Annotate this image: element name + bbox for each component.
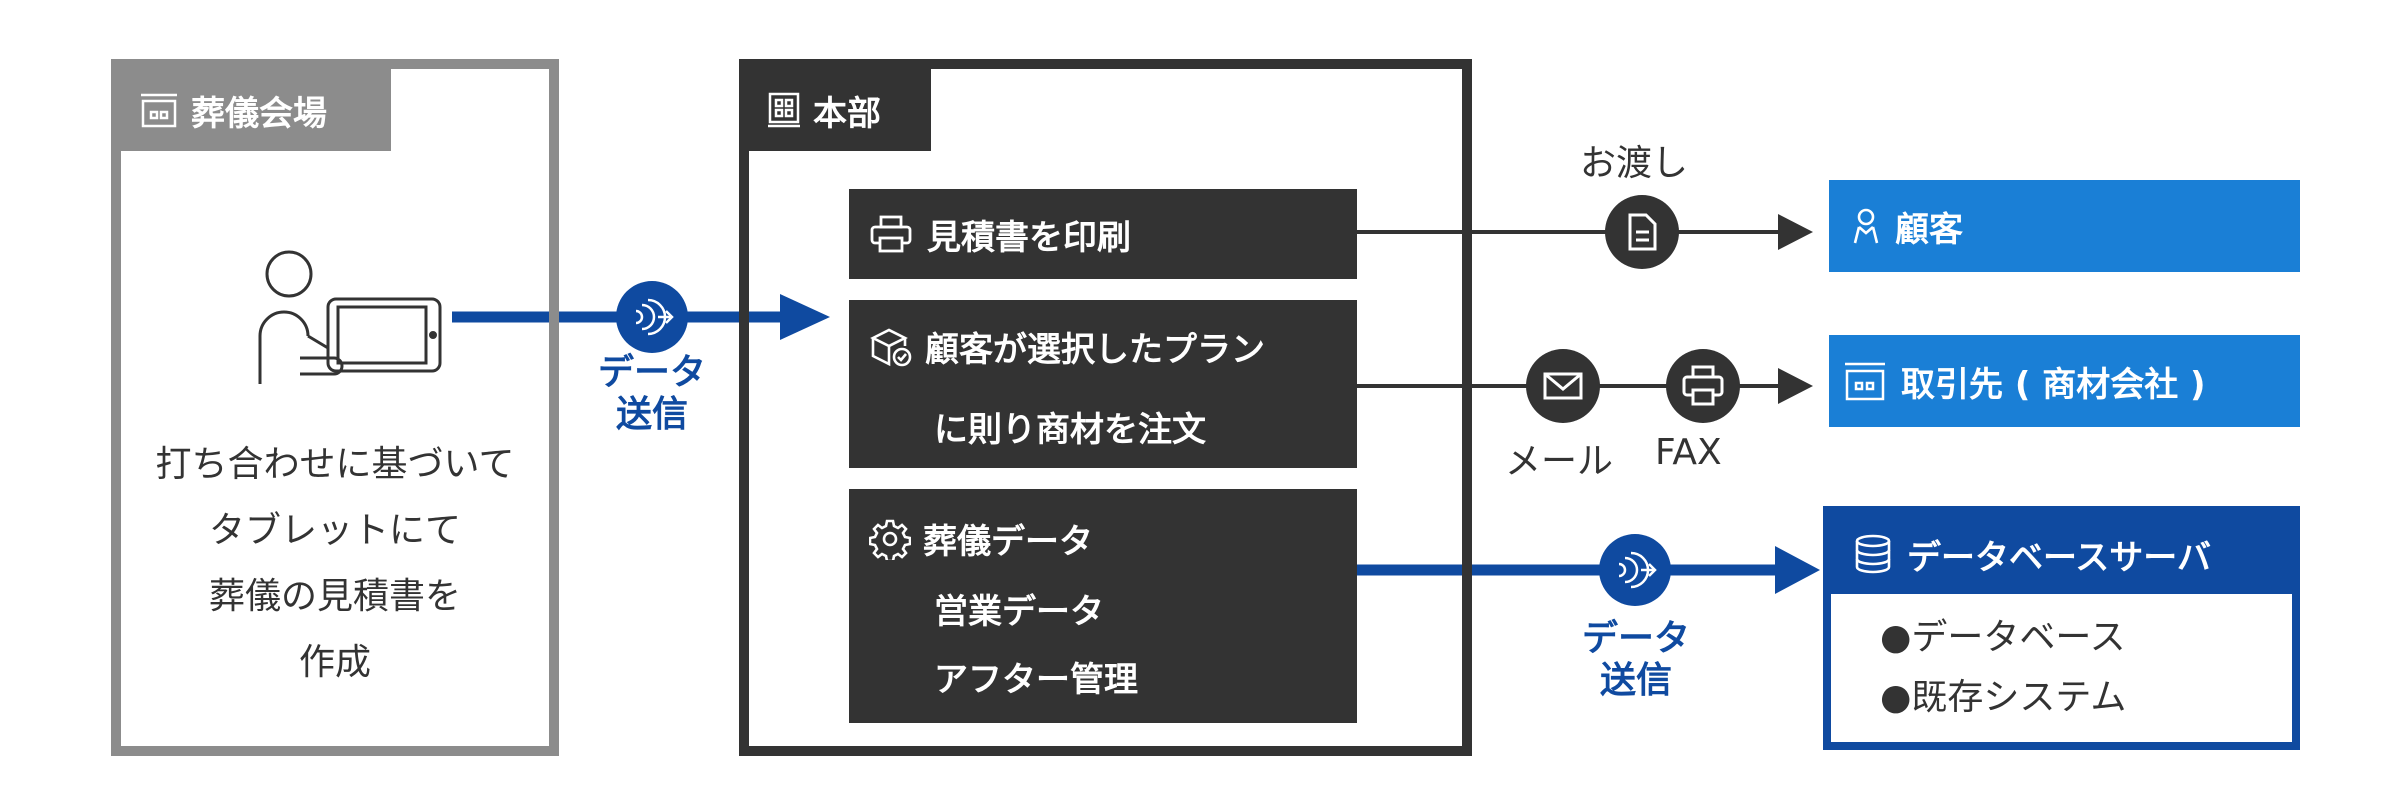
mail-label: メール (1505, 441, 1614, 482)
data-line1: 葬儀データ (923, 522, 1093, 562)
gear-icon (869, 519, 911, 560)
wireless-send-icon (1599, 534, 1671, 606)
arrowhead-venue-to-hq (780, 294, 830, 340)
database-icon (1855, 534, 1891, 574)
venue-desc-line: 作成 (298, 642, 371, 683)
arrowhead-to-supplier (1778, 368, 1813, 404)
building-icon (768, 92, 800, 128)
document-icon (1605, 195, 1679, 269)
customer-label: 顧客 (1895, 209, 1963, 250)
wireless-send-icon (616, 281, 688, 353)
arrowhead-to-db (1775, 546, 1820, 594)
data-line2: 営業データ (934, 592, 1104, 632)
print-estimate-label: 見積書を印刷 (927, 217, 1131, 258)
person-icon (1853, 208, 1879, 244)
venue-desc-line: 打ち合わせに基づいて (155, 444, 515, 485)
hq-title: 本部 (813, 93, 881, 134)
order-line2: に則り商材を注文 (934, 410, 1206, 450)
venue-title: 葬儀会場 (191, 93, 327, 134)
hq-panel (739, 59, 1472, 756)
data-management-box: 葬儀データ 営業データ アフター管理 (849, 489, 1357, 723)
database-server-header: データベースサーバ (1831, 514, 2292, 594)
printer-icon (870, 215, 912, 253)
venue-desc-line: タブレットにて (208, 510, 461, 551)
supplier-label: 取引先 ( 商材会社 ) (1901, 364, 2206, 405)
fax-printer-icon (1666, 349, 1740, 423)
person-tablet-icon (258, 250, 442, 384)
venue-description: 打ち合わせに基づいて タブレットにて 葬儀の見積書を 作成 (121, 432, 549, 696)
flow-label-line: データ (1581, 618, 1690, 659)
handover-label: お渡し (1580, 143, 1689, 184)
fax-label: FAX (1655, 432, 1722, 473)
venue-to-hq-label: データ 送信 (572, 352, 732, 436)
db-item: ●データベース (1880, 617, 2126, 658)
flow-label-line: 送信 (615, 394, 688, 435)
envelope-icon (1526, 349, 1600, 423)
hq-to-db-label: データ 送信 (1556, 618, 1716, 702)
store-icon (141, 93, 177, 128)
supplier-box: 取引先 ( 商材会社 ) (1829, 335, 2300, 427)
venue-desc-line: 葬儀の見積書を (208, 576, 461, 617)
order-line1: 顧客が選択したプラン (925, 330, 1265, 370)
store-icon (1845, 362, 1885, 401)
data-line3: アフター管理 (934, 660, 1138, 700)
flow-label-line: 送信 (1599, 660, 1672, 701)
print-estimate-box: 見積書を印刷 (849, 189, 1357, 279)
database-items: ●データベース ●既存システム (1880, 608, 2126, 728)
database-server-title: データベースサーバ (1907, 537, 2211, 578)
customer-box: 顧客 (1829, 180, 2300, 272)
order-materials-box: 顧客が選択したプラン に則り商材を注文 (849, 300, 1357, 468)
arrowhead-to-customer (1778, 214, 1813, 250)
hq-header: 本部 (749, 69, 931, 151)
venue-header: 葬儀会場 (121, 69, 391, 151)
db-item: ●既存システム (1880, 677, 2127, 718)
venue-panel (111, 59, 559, 756)
flow-label-line: データ (597, 352, 706, 393)
box-check-icon (870, 328, 912, 366)
